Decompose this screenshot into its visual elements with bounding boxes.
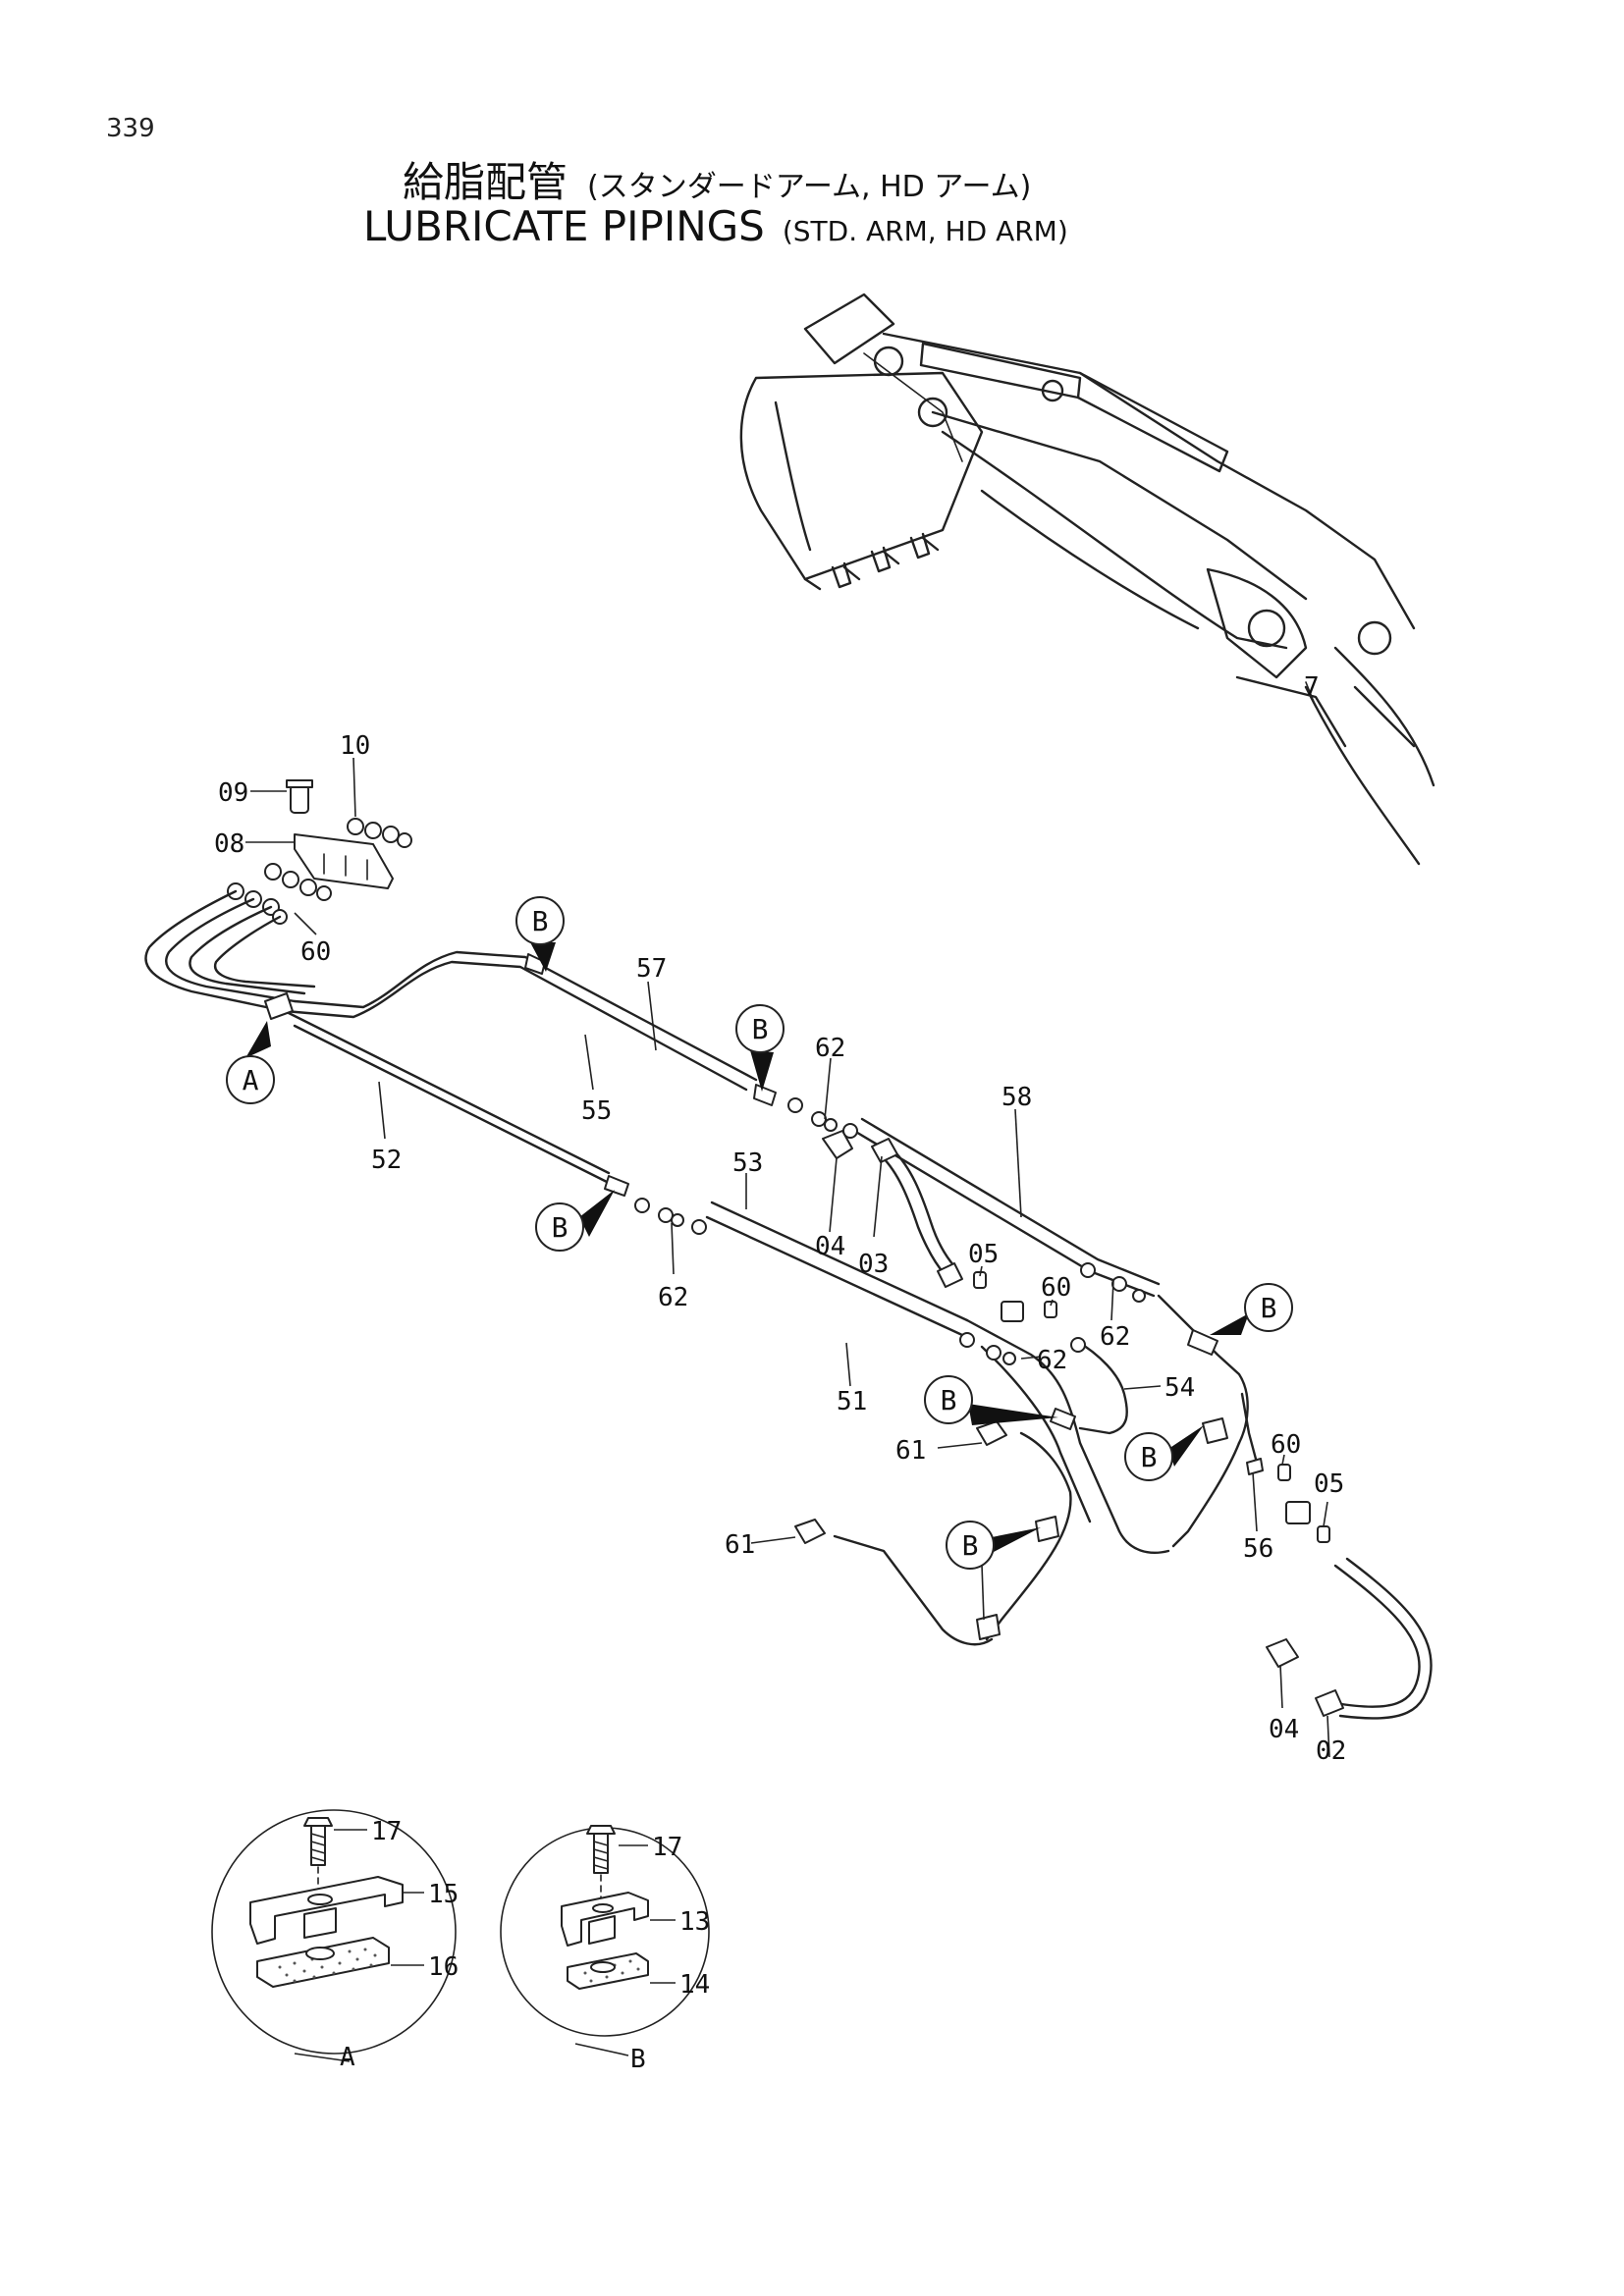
part-label: 60 bbox=[1041, 1273, 1071, 1303]
part-label: 55 bbox=[581, 1096, 612, 1126]
title-jp-sub: (スタンダードアーム, HD アーム) bbox=[587, 170, 1032, 204]
part-label: 10 bbox=[340, 731, 370, 761]
page-number: 339 bbox=[106, 114, 155, 143]
part-label: 61 bbox=[725, 1530, 755, 1560]
tag-b-7-letter: B bbox=[962, 1529, 979, 1562]
part-label: 04 bbox=[1269, 1715, 1299, 1744]
lubricate-pipes bbox=[144, 889, 1433, 1720]
detail-tags: A B B B B B B bbox=[226, 896, 1293, 1621]
part-label: 54 bbox=[1164, 1373, 1195, 1403]
detail-b-name: B bbox=[630, 2045, 646, 2074]
detail-a-name: A bbox=[340, 2043, 355, 2072]
tag-b-2: B bbox=[735, 1004, 785, 1092]
tag-b-5-letter: B bbox=[941, 1384, 957, 1416]
tag-a-main-letter: A bbox=[243, 1064, 259, 1096]
detail-view-b: 17 13 14 B bbox=[500, 1825, 710, 2074]
part-label: 62 bbox=[658, 1283, 688, 1312]
tag-a-main: A bbox=[226, 1021, 275, 1104]
part-label: 51 bbox=[837, 1387, 867, 1416]
part-label: 05 bbox=[968, 1240, 999, 1269]
tag-b-4: B bbox=[1210, 1283, 1293, 1335]
part-label: 60 bbox=[300, 937, 331, 967]
part-label: 57 bbox=[636, 954, 667, 984]
detail-b-label: 14 bbox=[679, 1970, 710, 2000]
tag-b-5: B bbox=[924, 1375, 1058, 1425]
part-label: 53 bbox=[732, 1148, 763, 1178]
title-en-sub: (STD. ARM, HD ARM) bbox=[782, 215, 1068, 247]
part-label: 58 bbox=[1001, 1083, 1032, 1112]
title-jp-main: 給脂配管 bbox=[403, 158, 568, 206]
arm-mark-7: 7 bbox=[1304, 672, 1320, 702]
part-label: 02 bbox=[1316, 1736, 1346, 1766]
tag-b-7: B bbox=[946, 1521, 1041, 1621]
tag-b-3: B bbox=[535, 1190, 615, 1252]
tag-b-6: B bbox=[1124, 1425, 1204, 1481]
part-label: 56 bbox=[1243, 1534, 1273, 1564]
part-label: 52 bbox=[371, 1146, 402, 1175]
part-label: 60 bbox=[1271, 1430, 1301, 1460]
part-label: 61 bbox=[895, 1436, 926, 1466]
part-label: 62 bbox=[815, 1034, 845, 1063]
arm-bucket-illustration: 7 bbox=[739, 293, 1435, 866]
detail-a-label: 15 bbox=[428, 1880, 459, 1909]
grease-block-assembly bbox=[227, 779, 412, 925]
tag-b-6-letter: B bbox=[1141, 1441, 1158, 1473]
part-label: 08 bbox=[214, 829, 244, 859]
title-japanese: 給脂配管 (スタンダードアーム, HD アーム) bbox=[403, 149, 1031, 209]
part-label: 09 bbox=[218, 778, 248, 808]
detail-view-a: 17 15 16 A bbox=[211, 1809, 459, 2072]
detail-b-label: 17 bbox=[652, 1833, 682, 1862]
part-label: 04 bbox=[815, 1232, 845, 1261]
tag-b-1: B bbox=[515, 896, 565, 972]
title-english: LUBRICATE PIPINGS (STD. ARM, HD ARM) bbox=[363, 202, 1068, 250]
tag-b-1-letter: B bbox=[532, 905, 549, 937]
part-labels: 09 10 08 60 57 55 52 62 58 53 04 03 05 6… bbox=[214, 731, 1346, 1766]
detail-a-label: 16 bbox=[428, 1952, 459, 1982]
tag-b-4-letter: B bbox=[1261, 1292, 1277, 1324]
detail-b-label: 13 bbox=[679, 1907, 710, 1937]
leader-lines bbox=[245, 757, 1330, 1758]
detail-a-label: 17 bbox=[371, 1817, 402, 1846]
part-label: 05 bbox=[1314, 1469, 1344, 1499]
tag-b-3-letter: B bbox=[552, 1211, 568, 1244]
part-label: 03 bbox=[858, 1250, 889, 1279]
tag-b-2-letter: B bbox=[752, 1013, 769, 1045]
part-label: 62 bbox=[1100, 1322, 1130, 1352]
part-label: 62 bbox=[1037, 1346, 1067, 1375]
title-en-main: LUBRICATE PIPINGS bbox=[363, 202, 765, 250]
